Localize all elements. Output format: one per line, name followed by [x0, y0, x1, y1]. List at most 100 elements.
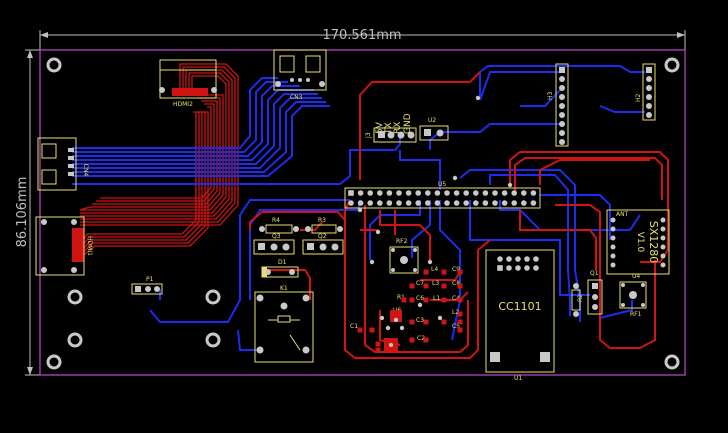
cc1101-pin: [524, 256, 530, 262]
c7-label: C7: [416, 280, 424, 287]
smd-pad: [423, 269, 429, 275]
u5-pin: [482, 190, 489, 196]
c9-label: C9: [452, 266, 460, 273]
h2-pin: [646, 103, 652, 109]
u5-pin: [473, 190, 479, 196]
u5-pin: [405, 190, 412, 196]
c4-label: C4: [452, 295, 460, 302]
via: [357, 207, 363, 213]
sx1280-pin: [660, 262, 666, 268]
cc1101-label: CC1101: [498, 300, 541, 313]
u5-pin: [405, 200, 412, 206]
width-label: 170.561mm: [322, 28, 401, 43]
via: [417, 302, 423, 308]
p1-label: P1: [146, 276, 154, 283]
u5-pin: [473, 200, 479, 206]
smd-pad: [401, 297, 407, 303]
smd-pad: [423, 319, 429, 325]
mounting-holes: [46, 57, 680, 370]
u5-header: U5: [344, 181, 541, 209]
u5-pin: [386, 200, 393, 206]
smd-pad: [457, 269, 463, 275]
rf2-label: RF2: [396, 238, 408, 245]
cn4-connector: CN4: [37, 137, 89, 191]
hdmi2-connector: HDMI2: [159, 59, 217, 108]
j3-label: J3: [365, 132, 372, 139]
l4-label: L4: [431, 266, 438, 273]
u5-pin: [396, 200, 402, 206]
smd-pad: [369, 327, 375, 333]
u5-pin: [415, 200, 422, 206]
u5-pin: [530, 200, 537, 206]
u5-pin: [521, 190, 527, 196]
h3-pin: [559, 112, 565, 118]
l1-label: L1: [433, 295, 440, 302]
hdmi1-connector: HDMI1: [35, 216, 93, 276]
u2-label: U2: [428, 117, 436, 124]
smd-pad: [409, 297, 415, 303]
u5-pin: [492, 200, 498, 206]
cc1101-pin: [524, 265, 530, 271]
h3-pin: [559, 85, 565, 91]
u5-pin: [482, 200, 489, 206]
h3-header: H3: [547, 63, 569, 147]
q2-label: Q2: [318, 233, 327, 240]
h3-pin: [559, 121, 565, 127]
cc1101-pin: [506, 256, 512, 262]
rf-matching-network: L4 C9 C7 L3 C8 R1 C6 L1 C4 U6 L2 C3 C5 C…: [350, 266, 463, 353]
via: [393, 317, 399, 323]
smd-pad: [457, 297, 463, 303]
via: [427, 259, 433, 265]
smd-pad: [457, 311, 463, 317]
h3-pin: [559, 139, 565, 145]
u5-pin: [367, 200, 374, 206]
u1-label: U1: [514, 375, 522, 382]
h3-pin: [559, 130, 565, 136]
via: [369, 259, 375, 265]
r4-resistor: R4: [259, 217, 299, 234]
u5-pin: [463, 200, 470, 206]
via: [385, 325, 391, 331]
via: [379, 315, 385, 321]
sx1280-pin: [610, 262, 616, 268]
u5-pin: [530, 190, 537, 196]
u5-pin: [453, 200, 460, 206]
sx1280-version-label: V1.0: [635, 232, 645, 253]
u5-pin: [492, 190, 498, 196]
smd-pad: [423, 297, 429, 303]
smd-pad: [409, 337, 415, 343]
ant-label: ANT: [616, 211, 629, 218]
sx1280-module: ANT V1.0 SX1280: [606, 209, 670, 275]
cn3-connector: CN3: [273, 49, 327, 101]
smd-pad: [409, 283, 415, 289]
sx1280-label: SX1280: [647, 221, 660, 264]
u5-pin: [377, 200, 383, 206]
c6-label: C6: [416, 295, 424, 302]
r2-resistor: R2: [571, 283, 584, 317]
h2-pin: [646, 85, 652, 91]
cc1101-pin: [533, 256, 539, 262]
d1-label: D1: [278, 259, 287, 266]
sx1280-pin: [660, 244, 666, 250]
j3-pin-gnd: GND: [403, 113, 413, 134]
hdmi1-label: HDMI1: [86, 236, 93, 256]
smd-pad: [409, 319, 415, 325]
u5-pin: [463, 190, 470, 196]
u5-pin: [377, 190, 383, 196]
u5-pin: [444, 190, 450, 196]
u5-pin: [434, 200, 441, 206]
u2-header: U2: [419, 117, 449, 141]
q3-label: Q3: [272, 233, 281, 240]
sx1280-pin: [660, 226, 666, 232]
r3-label: R3: [318, 217, 326, 224]
h2-pin: [646, 76, 652, 82]
via: [507, 182, 513, 188]
p1-header: P1: [131, 276, 163, 295]
cn4-label: CN4: [82, 164, 89, 177]
q1-transistor: Q1: [587, 270, 603, 315]
u5-pin: [521, 200, 527, 206]
h3-pin: [559, 76, 565, 82]
via: [437, 315, 443, 321]
u5-pin: [357, 190, 364, 196]
